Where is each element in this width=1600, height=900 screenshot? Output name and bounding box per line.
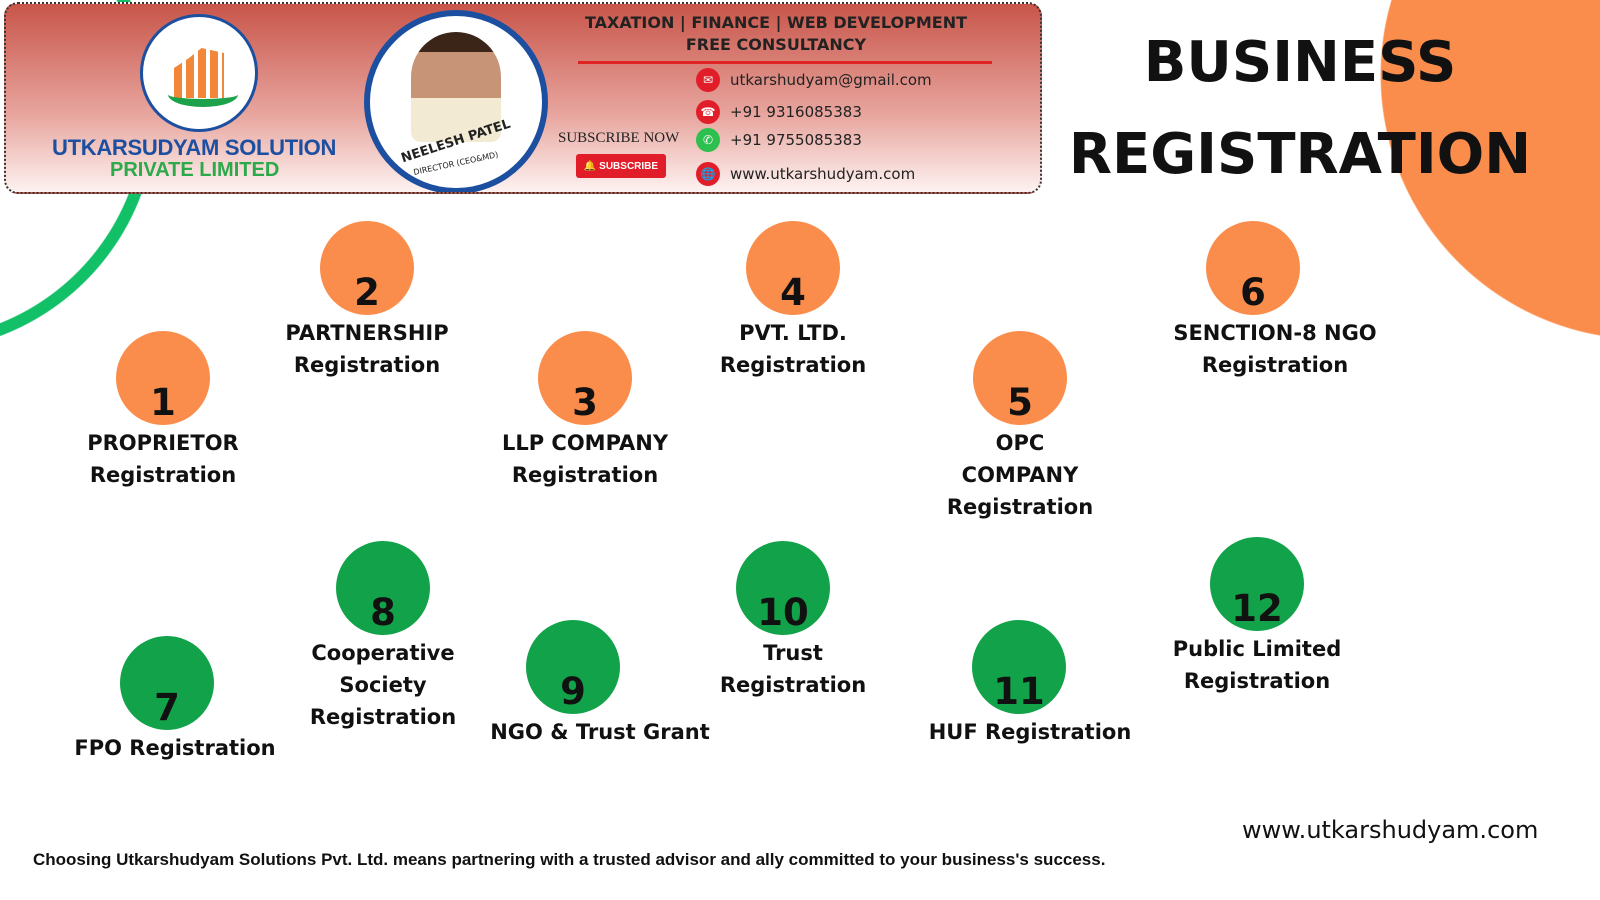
item-label: PARTNERSHIP Registration [285, 321, 449, 377]
footer-website-link[interactable]: www.utkarshudyam.com [1242, 816, 1539, 844]
footer-tagline: Choosing Utkarshudyam Solutions Pvt. Ltd… [33, 850, 1106, 869]
number-badge: 7 [120, 636, 214, 730]
decorative-orange-circle [1380, 0, 1600, 345]
subscribe-button[interactable]: 🔔 SUBSCRIBE [576, 154, 666, 178]
phone-icon: ☎ [696, 100, 720, 124]
number-badge: 9 [526, 620, 620, 714]
item-label: NGO & Trust Grant [490, 720, 710, 744]
director-photo [411, 32, 501, 142]
globe-icon: 🌐 [696, 162, 720, 186]
company-name-suffix: PRIVATE LIMITED [110, 159, 280, 181]
number-badge: 2 [320, 221, 414, 315]
mail-icon: ✉ [696, 68, 720, 92]
item-label: FPO Registration [74, 736, 276, 760]
number-badge: 10 [736, 541, 830, 635]
number-badge: 4 [746, 221, 840, 315]
divider [578, 61, 992, 64]
number-badge: 3 [538, 331, 632, 425]
director-photo-seal: NEELESH PATEL DIRECTOR (CEO&MD) [364, 10, 548, 192]
item-label: PROPRIETOR Registration [87, 431, 239, 487]
page-title-line2: REGISTRATION [1068, 122, 1532, 187]
company-logo [140, 14, 258, 132]
company-name: UTKARSUDYAM SOLUTION [52, 135, 337, 160]
whatsapp-icon: ✆ [696, 128, 720, 152]
number-badge: 6 [1206, 221, 1300, 315]
item-label: LLP COMPANY Registration [501, 431, 669, 487]
number-badge: 11 [972, 620, 1066, 714]
item-label: Public Limited Registration [1172, 637, 1342, 693]
item-label: PVT. LTD. Registration [719, 321, 867, 377]
number-badge: 12 [1210, 537, 1304, 631]
website-contact: 🌐www.utkarshudyam.com [696, 162, 915, 186]
email-contact: ✉utkarshudyam@gmail.com [696, 68, 932, 92]
item-label: OPC COMPANY Registration [946, 431, 1094, 519]
number-badge: 5 [973, 331, 1067, 425]
phone-contact: ☎+91 9316085383 [696, 100, 862, 124]
item-label: Trust Registration [719, 641, 867, 697]
item-label: Cooperative Society Registration [309, 641, 457, 729]
item-label: HUF Registration [928, 720, 1132, 744]
header-banner: UTKARSUDYAM SOLUTION PRIVATE LIMITED NEE… [4, 2, 1042, 194]
services-tagline: TAXATION | FINANCE | WEB DEVELOPMENT [584, 13, 968, 32]
number-badge: 1 [116, 331, 210, 425]
number-badge: 8 [336, 541, 430, 635]
subscribe-now-label: SUBSCRIBE NOW [558, 130, 680, 146]
item-label: SENCTION-8 NGO Registration [1173, 321, 1377, 377]
bell-icon: 🔔 [583, 160, 600, 172]
consultancy-tagline: FREE CONSULTANCY [685, 35, 867, 54]
whatsapp-contact: ✆+91 9755085383 [696, 128, 862, 152]
page-title-line1: BUSINESS [1143, 30, 1457, 95]
